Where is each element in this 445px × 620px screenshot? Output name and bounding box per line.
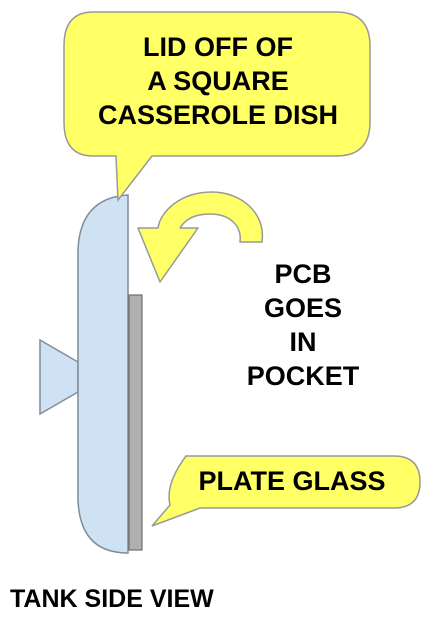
annotation-line3: IN bbox=[290, 327, 317, 357]
glass-callout-label: PLATE GLASS bbox=[198, 466, 385, 496]
lid-callout-line3: CASSEROLE DISH bbox=[98, 100, 338, 130]
glass-callout-bubble bbox=[151, 455, 421, 527]
lid-callout-line2: A SQUARE bbox=[147, 66, 289, 96]
lid-callout-line1: LID OFF OF bbox=[143, 32, 293, 62]
diagram-caption: TANK SIDE VIEW bbox=[10, 585, 214, 613]
annotation-line1: PCB bbox=[274, 259, 331, 289]
plate-glass bbox=[128, 294, 143, 551]
annotation-line2: GOES bbox=[264, 293, 342, 323]
lid-handle bbox=[39, 338, 79, 416]
lid-callout-bubble bbox=[63, 11, 371, 203]
curved-arrow-icon bbox=[137, 191, 264, 283]
lid-body bbox=[77, 194, 129, 554]
annotation-line4: POCKET bbox=[247, 361, 360, 391]
